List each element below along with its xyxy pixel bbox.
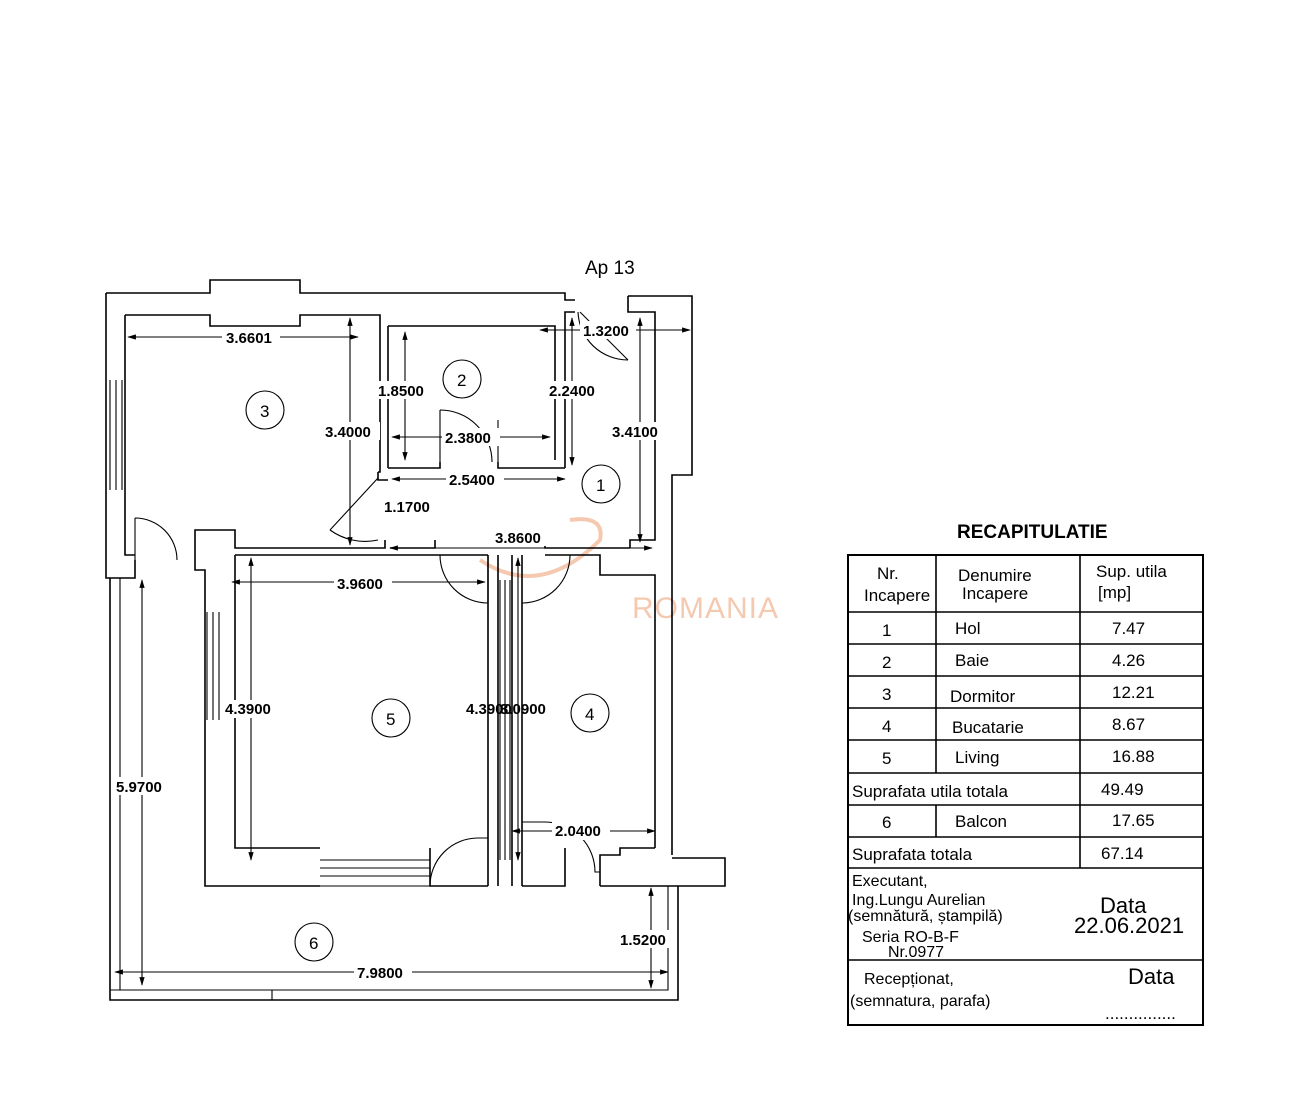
watermark: ROMANIA [478, 517, 779, 625]
header-name-line1: Denumire [958, 566, 1032, 585]
row-1-area: 7.47 [1112, 619, 1145, 638]
dim-3-9600: 3.9600 [337, 576, 383, 593]
executant-line2: Ing.Lungu Aurelian [852, 892, 985, 909]
dim-1-1700: 1.1700 [384, 499, 430, 516]
receptionat-line1: Recepționat, [864, 971, 954, 988]
room-marker-1: 1 [596, 476, 605, 495]
dim-3-4000: 3.4000 [325, 424, 371, 441]
header-nr-line2: Incapere [864, 586, 930, 605]
dim-2-2400: 2.2400 [549, 383, 595, 400]
room-marker-4: 4 [585, 705, 594, 724]
total-label: Suprafata totala [852, 845, 973, 864]
useful-total-value: 49.49 [1101, 780, 1144, 799]
balcony-name: Balcon [955, 812, 1007, 831]
row-3-name: Dormitor [950, 687, 1016, 706]
dim-3-8600: 3.8600 [495, 530, 541, 547]
executant-line1: Executant, [852, 873, 928, 890]
dim-4-3900-b: 4.3900 [466, 701, 512, 718]
row-3-nr: 3 [882, 685, 891, 704]
row-1-name: Hol [955, 619, 981, 638]
dim-1-3200: 1.3200 [583, 323, 629, 340]
row-2-nr: 2 [882, 653, 891, 672]
executant-date-label: Data [1100, 893, 1147, 918]
receptionat-line2: (semnatura, parafa) [850, 993, 991, 1010]
dim-2-3800: 2.3800 [445, 430, 491, 447]
row-4-nr: 4 [882, 717, 891, 736]
room-marker-3: 3 [260, 402, 269, 421]
dim-1-5200: 1.5200 [620, 932, 666, 949]
row-4-name: Bucatarie [952, 718, 1024, 737]
header-area-line1: Sup. utila [1096, 562, 1167, 581]
executant-line5: Nr.0977 [888, 944, 944, 961]
dim-2-0400: 2.0400 [555, 823, 601, 840]
dim-3-6601: 3.6601 [226, 330, 272, 347]
row-5-area: 16.88 [1112, 747, 1155, 766]
watermark-text: ROMANIA [632, 592, 779, 625]
balcony-nr: 6 [882, 813, 891, 832]
dim-3-4100: 3.4100 [612, 424, 658, 441]
dim-1-8500: 1.8500 [378, 383, 424, 400]
row-2-name: Baie [955, 651, 989, 670]
executant-line4: Seria RO-B-F [862, 929, 959, 946]
dim-3-0900: 3.0900 [500, 701, 546, 718]
dim-5-9700: 5.9700 [116, 779, 162, 796]
row-5-nr: 5 [882, 749, 891, 768]
row-3-area: 12.21 [1112, 683, 1155, 702]
room-marker-6: 6 [309, 934, 318, 953]
row-5-name: Living [955, 748, 999, 767]
recap-table: RECAPITULATIE Nr. Incapere Denumire Inca… [847, 522, 1204, 1026]
header-area-line2: [mp] [1098, 583, 1131, 602]
room-markers: 1 2 3 4 5 6 [245, 359, 621, 962]
total-value: 67.14 [1101, 844, 1144, 863]
dim-4-3900-a: 4.3900 [225, 701, 271, 718]
recap-title: RECAPITULATIE [957, 522, 1108, 543]
header-nr-line1: Nr. [877, 564, 899, 583]
balcony-area: 17.65 [1112, 811, 1155, 830]
useful-total-label: Suprafata utila totala [852, 782, 1008, 801]
dimension-lines [114, 317, 691, 989]
room-marker-2: 2 [457, 371, 466, 390]
dim-7-9800: 7.9800 [357, 965, 403, 982]
apartment-title: Ap 13 [585, 258, 635, 279]
receptionat-dots: ............... [1105, 1004, 1176, 1023]
row-4-area: 8.67 [1112, 715, 1145, 734]
dim-2-5400: 2.5400 [449, 472, 495, 489]
row-1-nr: 1 [882, 621, 891, 640]
header-name-line2: Incapere [962, 584, 1028, 603]
receptionat-date-label: Data [1128, 964, 1175, 989]
dimension-labels: 3.6601 1.8500 2.2400 1.3200 3.4000 2.380… [114, 321, 676, 982]
executant-line3: (semnătură, ștampilă) [848, 908, 1003, 925]
executant-date-value: 22.06.2021 [1074, 913, 1184, 938]
room-marker-5: 5 [386, 710, 395, 729]
row-2-area: 4.26 [1112, 651, 1145, 670]
